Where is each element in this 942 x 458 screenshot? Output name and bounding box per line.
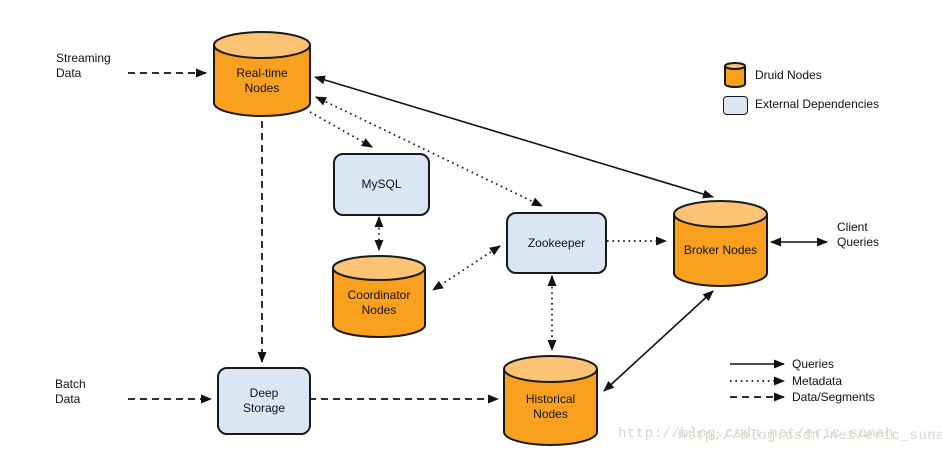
edge-realtime-zookeeper-metadata	[315, 96, 543, 207]
historical-nodes-label: Historical Nodes	[525, 392, 576, 421]
node-historical-nodes: Historical Nodes	[503, 355, 598, 447]
node-deep-storage: Deep Storage	[217, 367, 311, 435]
edge-historical-broker-queries	[603, 290, 714, 392]
real-time-nodes-label: Real-time Nodes	[236, 65, 288, 95]
node-broker-nodes: Broker Nodes	[673, 200, 768, 288]
legend-druid-nodes-label: Druid Nodes	[755, 68, 822, 82]
watermark-text: http://blog.csdn.net/eric_sunah	[618, 426, 894, 442]
legend-external-dependency-swatch	[723, 96, 748, 115]
legend-druid-node-swatch	[724, 62, 746, 89]
broker-nodes-label: Broker Nodes	[683, 242, 758, 257]
deep-storage-label: Deep Storage	[242, 386, 286, 415]
client-queries-label: Client Queries	[837, 220, 880, 249]
watermark-text-overlap: http://blog.csdn.net/eric_sunah	[678, 428, 942, 444]
coordinator-nodes-label: Coordinator Nodes	[347, 288, 411, 317]
node-real-time-nodes: Real-time Nodes	[213, 31, 311, 118]
node-zookeeper: Zookeeper	[506, 212, 607, 274]
edge-realtime-to-mysql-metadata	[309, 111, 373, 148]
legend-metadata-label: Metadata	[792, 374, 843, 388]
legend-data-segments-label: Data/Segments	[792, 390, 875, 404]
mysql-label: MySQL	[361, 177, 402, 191]
node-mysql: MySQL	[333, 153, 430, 216]
zookeeper-label: Zookeeper	[527, 235, 586, 250]
edge-zookeeper-coordinator-metadata	[432, 245, 501, 291]
legend-queries-label: Queries	[792, 357, 835, 371]
batch-data-label: Batch Data	[55, 377, 86, 406]
streaming-data-label: Streaming Data	[56, 51, 111, 80]
node-coordinator-nodes: Coordinator Nodes	[332, 255, 426, 339]
legend-external-dependencies-label: External Dependencies	[755, 97, 880, 111]
